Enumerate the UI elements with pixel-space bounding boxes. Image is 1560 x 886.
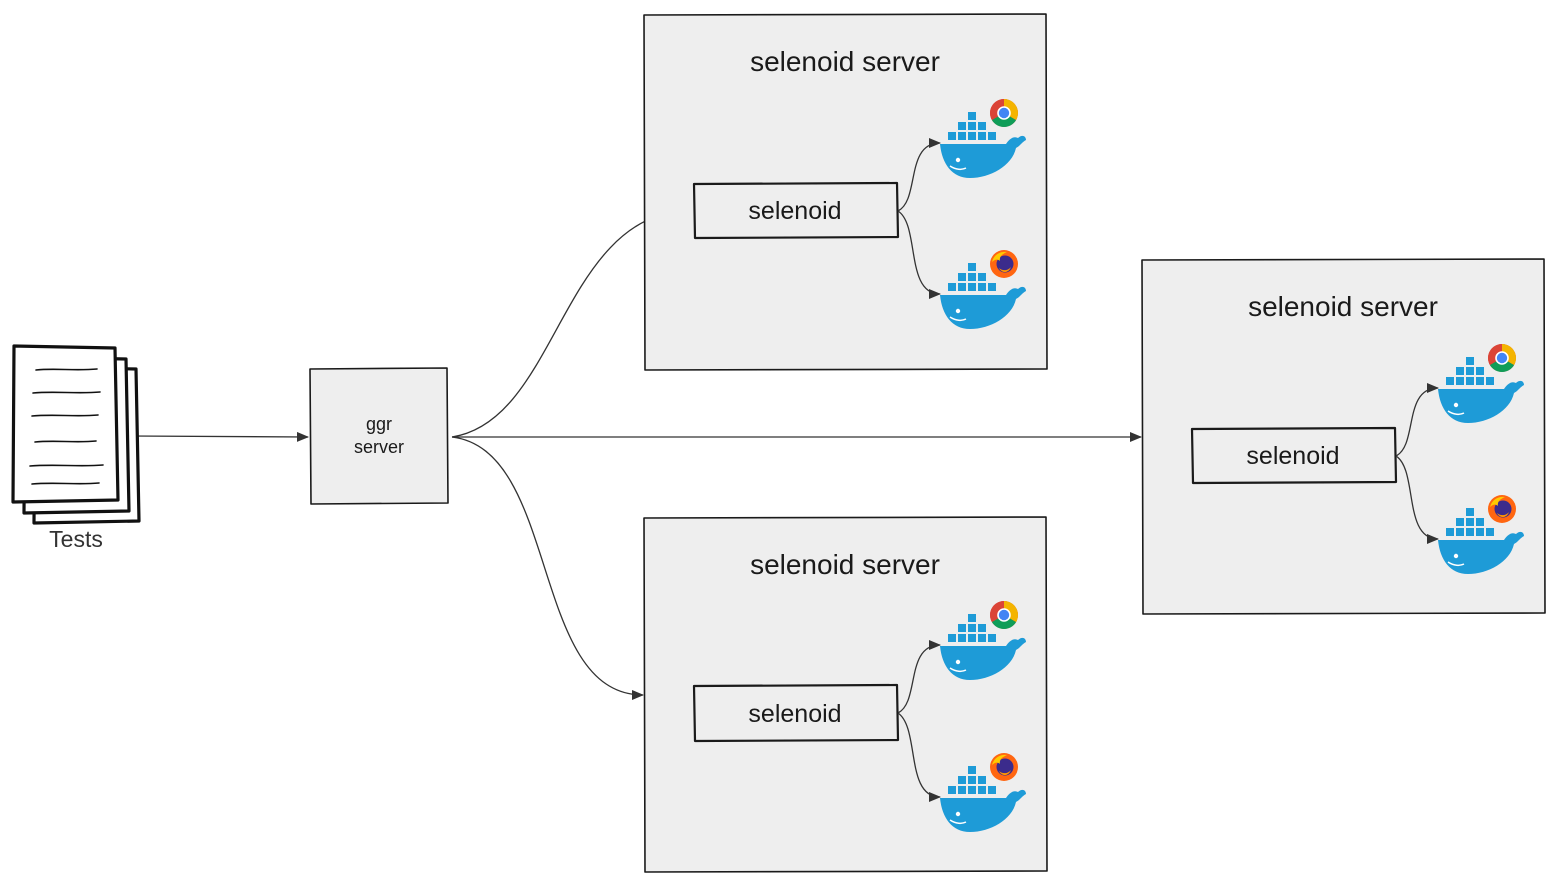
branch-to-chrome [1395,383,1439,457]
firefox-icon [990,250,1018,278]
server-title: selenoid server [750,46,940,77]
selenoid-box [1190,426,1398,485]
chrome-icon [1488,344,1516,372]
branch-to-chrome [897,138,941,212]
ggr-label-line1: ggr [366,414,392,434]
server-title: selenoid server [750,549,940,580]
branch-to-firefox [897,712,941,802]
branch-to-firefox [1395,455,1439,544]
server-title: selenoid server [1248,291,1438,322]
selenoid-box [692,181,900,240]
document-stack-icon [11,344,141,525]
arrow-tests-to-ggr [129,431,309,442]
branch-to-firefox [897,210,941,299]
chrome-icon [990,601,1018,629]
selenoid-server-top: selenoid server selenoid [643,13,1048,371]
tests-stack: Tests [11,344,141,552]
ggr-server-node: ggr server [309,367,449,505]
tests-label: Tests [49,526,103,552]
ggr-server-box [309,367,449,505]
selenoid-server-bottom: selenoid server selenoid [643,516,1048,873]
chrome-icon [990,99,1018,127]
selenoid-label: selenoid [748,700,841,728]
arrow-ggr-to-bottom-server [451,436,644,700]
ggr-label-line2: server [354,437,404,457]
selenoid-label: selenoid [1246,442,1339,470]
selenoid-server-right: selenoid server selenoid [1141,258,1546,615]
firefox-icon [990,753,1018,781]
branch-to-chrome [897,640,941,714]
selenoid-box [692,683,900,743]
selenoid-label: selenoid [748,197,841,225]
firefox-icon [1488,495,1516,523]
